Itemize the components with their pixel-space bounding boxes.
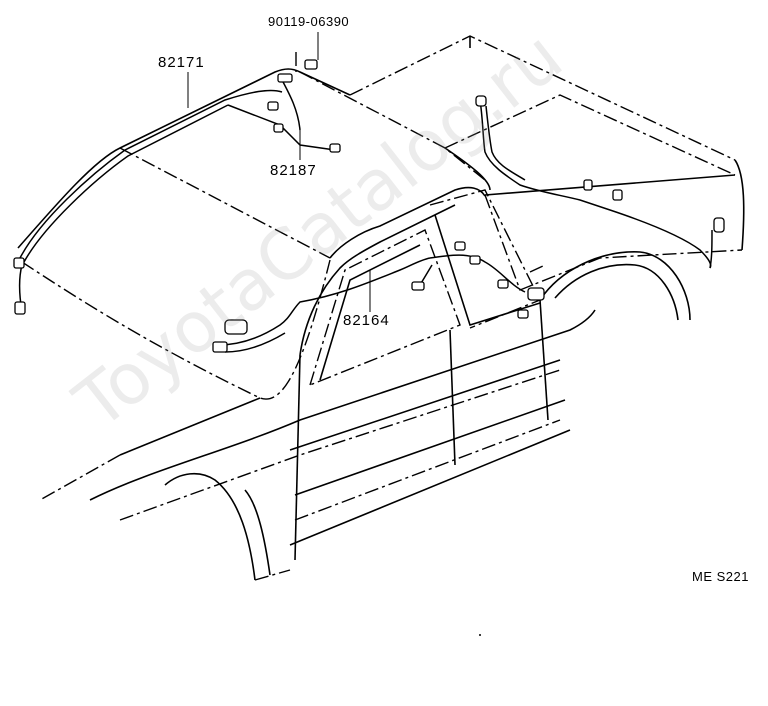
truck-body-outline	[17, 35, 745, 581]
label-82187: 82187	[270, 162, 317, 179]
stray-mark	[479, 634, 481, 636]
label-82164: 82164	[343, 312, 390, 329]
wire-harness-roof	[13, 89, 341, 315]
wire-harness-bed	[475, 95, 725, 269]
leader-lines	[187, 32, 546, 312]
label-82171: 82171	[158, 54, 205, 71]
figure-code: ME S221	[692, 569, 749, 584]
wire-harness-bolt-area	[277, 59, 318, 131]
label-90119-06390: 90119-06390	[268, 14, 350, 29]
wire-harness-door	[212, 241, 545, 353]
